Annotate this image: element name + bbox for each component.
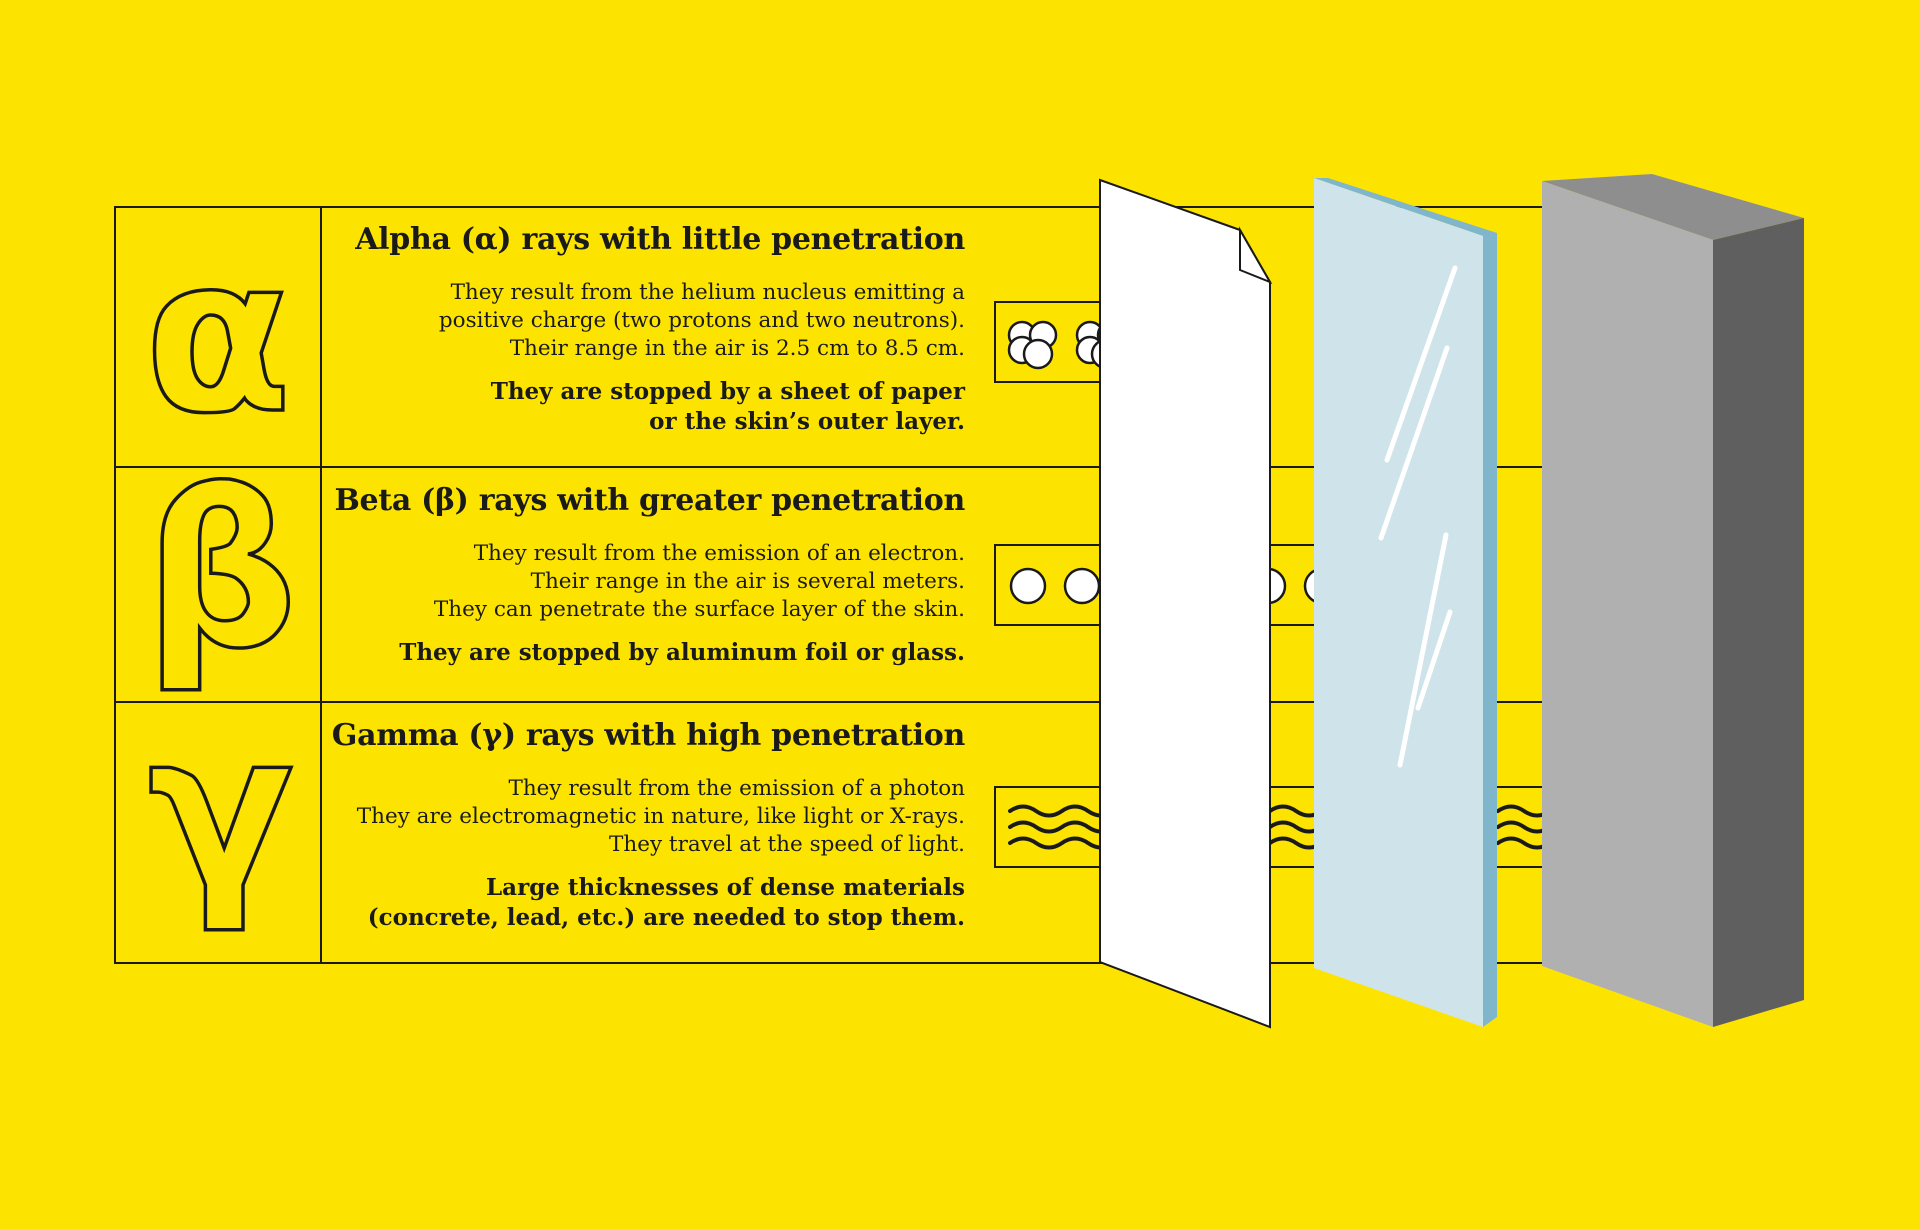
beta-title: Beta (β) rays with greater penetration <box>334 483 965 518</box>
concrete-top-face <box>1542 174 1804 240</box>
gamma-description: They result from the emission of a photo… <box>332 775 965 859</box>
glass-face <box>1314 178 1483 1027</box>
gamma-stopping-note: Large thicknesses of dense materials (co… <box>332 873 965 933</box>
gamma-symbol: γ <box>148 685 294 936</box>
alpha-symbol: α <box>144 210 292 461</box>
alpha-desc-line: They result from the helium nucleus emit… <box>450 280 965 305</box>
beta-note-line: They are stopped by aluminum foil or gla… <box>399 639 965 666</box>
gamma-note-line: (concrete, lead, etc.) are needed to sto… <box>367 904 965 931</box>
gamma-desc-line: They travel at the speed of light. <box>609 832 965 857</box>
gamma-note-line: Large thicknesses of dense materials <box>486 874 965 901</box>
concrete-block-barrier <box>1542 174 1804 1027</box>
paper-folded-corner <box>1239 226 1273 285</box>
paper-sheet <box>1099 178 1271 1029</box>
gamma-desc-line: They are electromagnetic in nature, like… <box>356 804 965 829</box>
beta-symbol: β <box>144 445 298 696</box>
alpha-stopping-note: They are stopped by a sheet of paper or … <box>355 377 965 437</box>
paper-sheet-barrier <box>1099 178 1273 1029</box>
gamma-title: Gamma (γ) rays with high penetration <box>331 718 966 753</box>
gamma-ray-arrow <box>994 786 1625 868</box>
gamma-row: Gamma (γ) rays with high penetration The… <box>331 718 966 933</box>
concrete-side-face <box>1713 218 1804 1027</box>
beta-desc-line: Their range in the air is several meters… <box>530 569 965 594</box>
concrete-front-face <box>1542 181 1713 1027</box>
beta-row: Beta (β) rays with greater penetration T… <box>334 483 965 668</box>
beta-desc-line: They result from the emission of an elec… <box>473 541 965 566</box>
alpha-note-line: or the skin’s outer layer. <box>649 408 965 435</box>
gamma-desc-line: They result from the emission of a photo… <box>508 776 966 801</box>
alpha-description: They result from the helium nucleus emit… <box>355 279 965 363</box>
alpha-desc-line: Their range in the air is 2.5 cm to 8.5 … <box>509 336 965 361</box>
alpha-note-line: They are stopped by a sheet of paper <box>490 378 965 405</box>
alpha-desc-line: positive charge (two protons and two neu… <box>438 308 965 333</box>
alpha-row: Alpha (α) rays with little penetration T… <box>355 222 965 437</box>
helium-nucleus-icon <box>1007 320 1058 370</box>
beta-stopping-note: They are stopped by aluminum foil or gla… <box>334 638 965 668</box>
glass-pane-barrier <box>1314 178 1497 1027</box>
beta-desc-line: They can penetrate the surface layer of … <box>433 597 965 622</box>
alpha-title: Alpha (α) rays with little penetration <box>355 222 965 257</box>
beta-description: They result from the emission of an elec… <box>334 540 965 624</box>
glass-glare-icon <box>1378 265 1458 768</box>
